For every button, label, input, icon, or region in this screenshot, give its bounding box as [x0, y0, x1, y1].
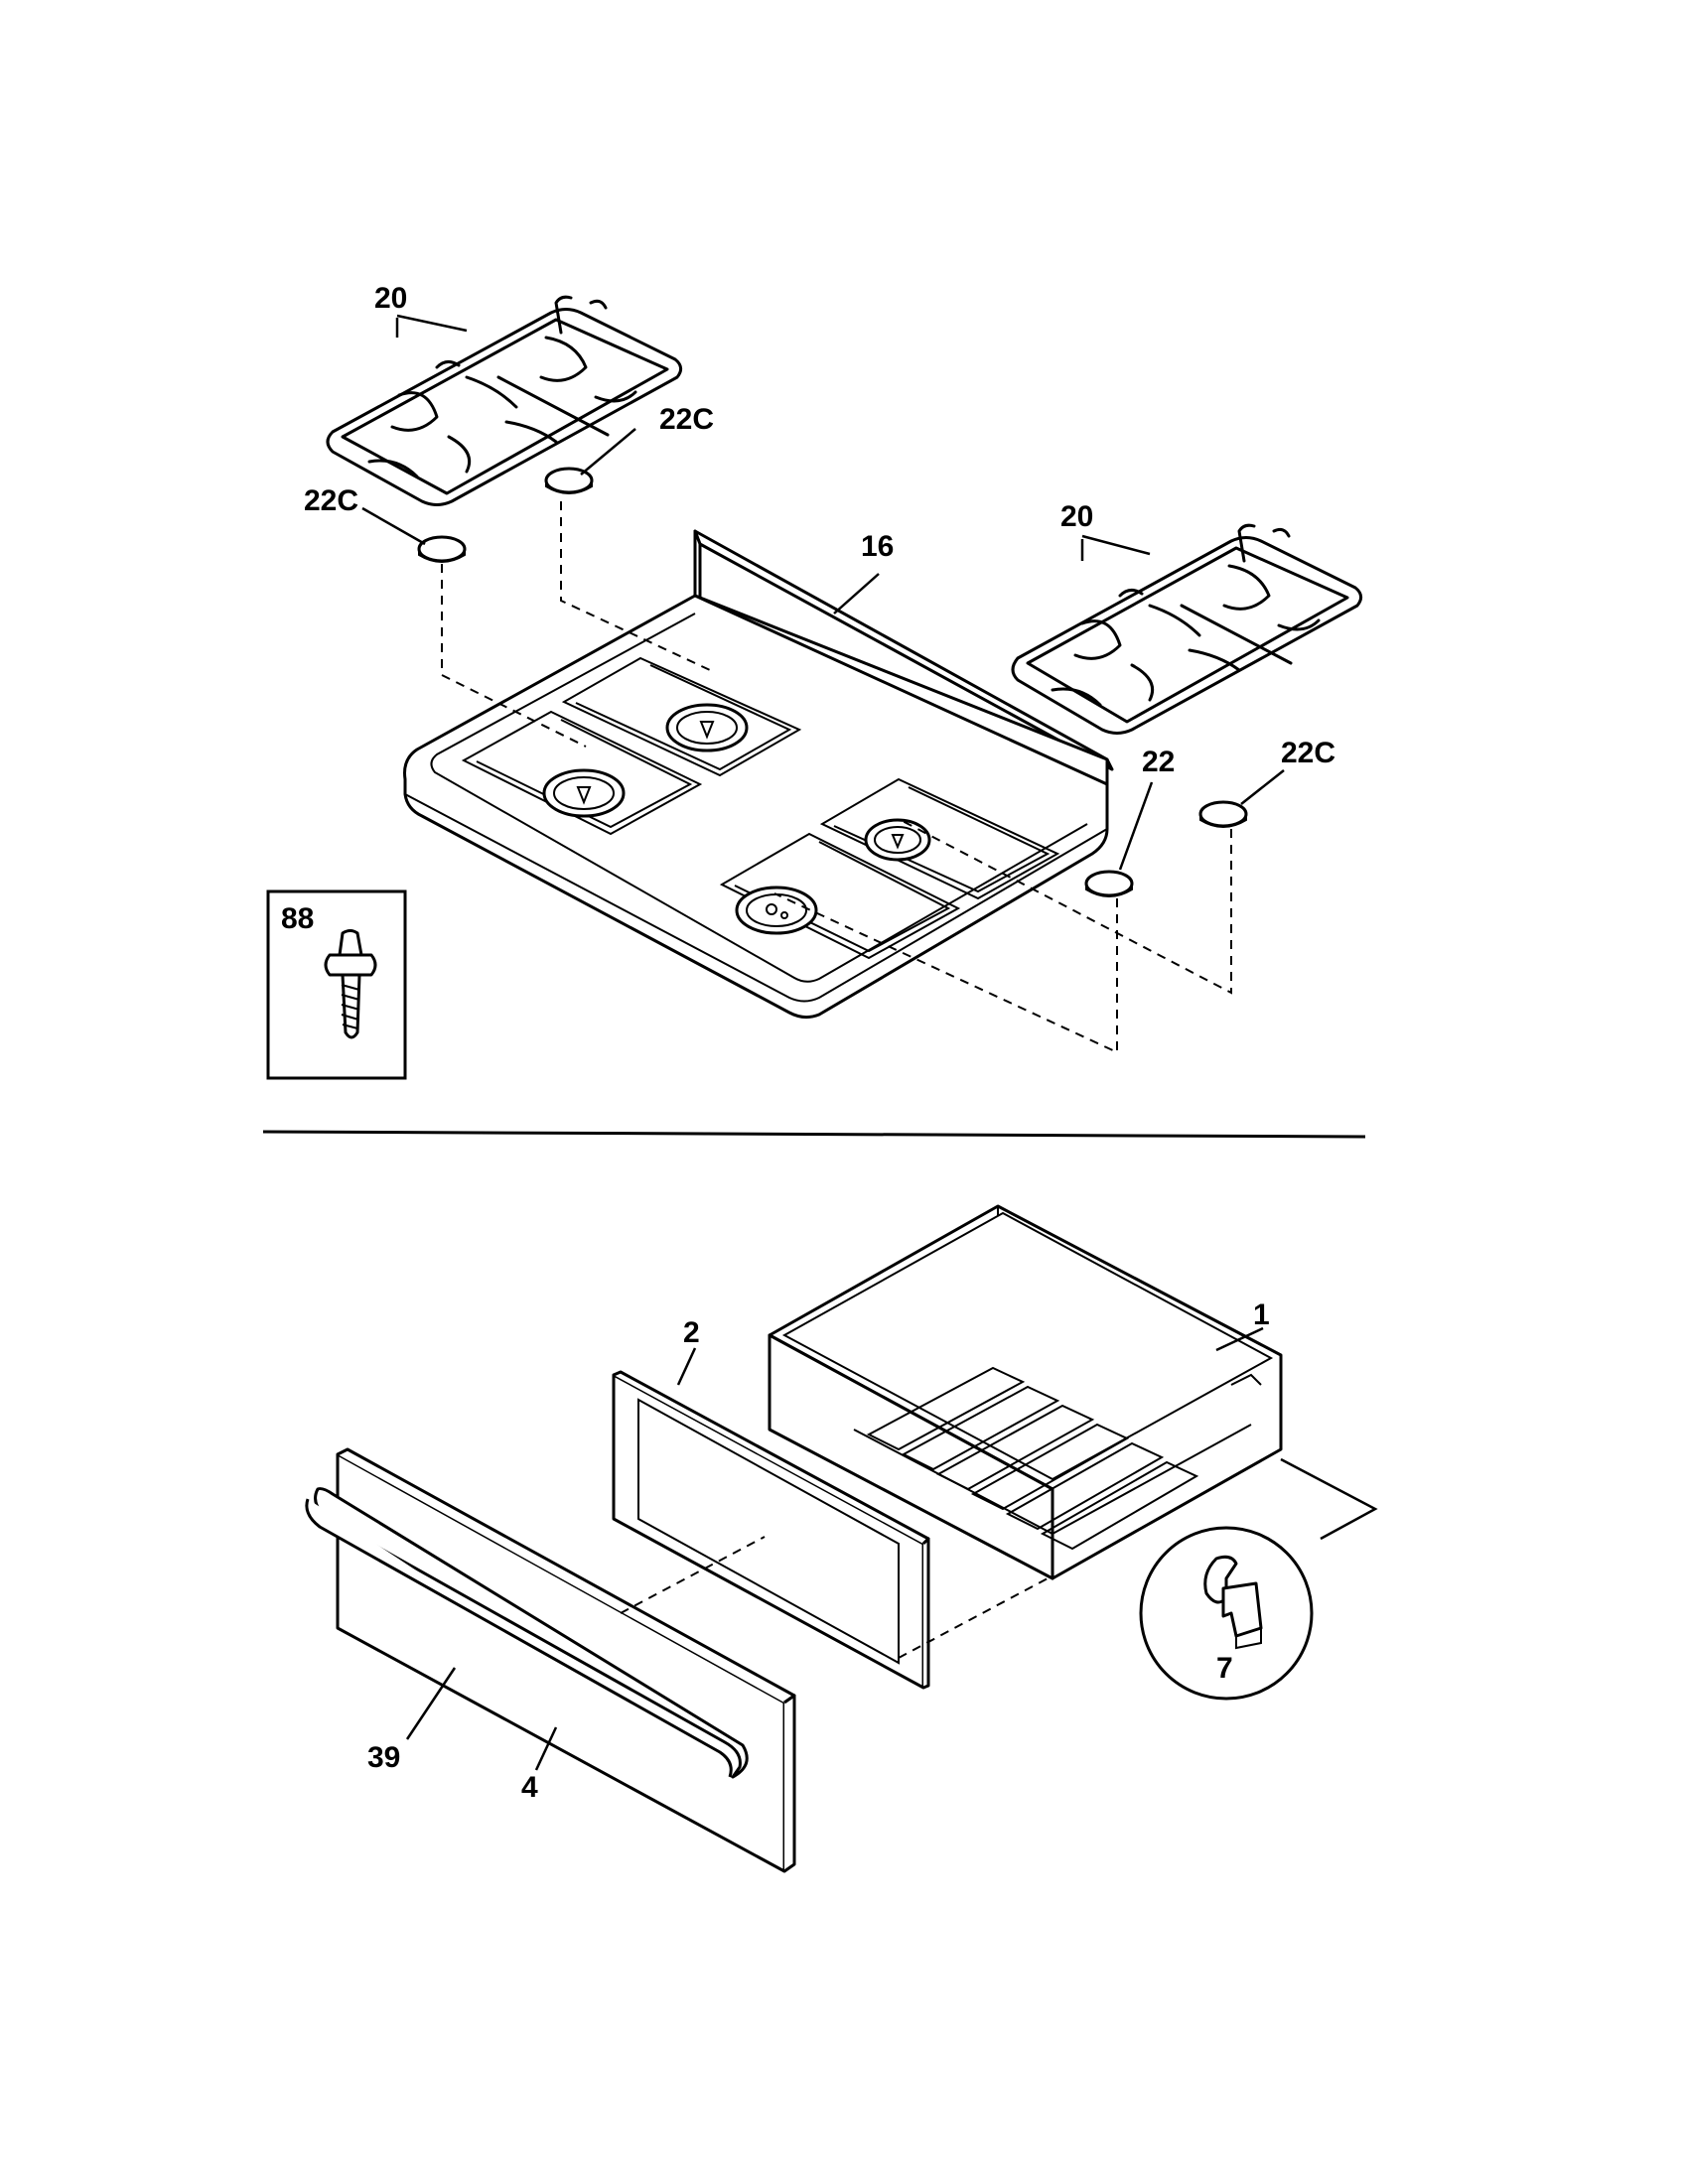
callout-22c-left-front: 22C [304, 484, 358, 517]
leader-39 [405, 1667, 457, 1740]
leader-22c-left-back [580, 428, 636, 476]
leader-22c-right-back [1240, 769, 1285, 805]
drawer-liner [612, 1370, 930, 1690]
grate-pair-left [326, 295, 682, 506]
grate-foot-right-front [1084, 870, 1134, 897]
leader-1 [1215, 1326, 1264, 1352]
callout-22c-left-back: 22C [659, 403, 714, 436]
section-divider [262, 1130, 1366, 1139]
callout-22c-right-back: 22C [1281, 737, 1335, 769]
grate-foot-right-back [1198, 800, 1248, 828]
clip-inset: 7 [1139, 1457, 1378, 1701]
callout-88: 88 [281, 902, 314, 935]
leader-16 [833, 573, 880, 614]
callout-20-left: 20 [374, 282, 407, 315]
leader-20-right [1080, 534, 1151, 561]
assembly-line-5 [620, 1536, 766, 1614]
drawer-handle [305, 1487, 749, 1779]
grate-pair-right [1011, 523, 1362, 735]
callout-16: 16 [861, 530, 894, 563]
callout-39: 39 [367, 1741, 400, 1774]
leader-22c-left-front [361, 506, 426, 546]
assembly-line-6 [898, 1577, 1049, 1659]
callout-1: 1 [1253, 1298, 1270, 1331]
assembly-line-4 [898, 818, 1232, 995]
grate-foot-left-back [544, 467, 594, 494]
leader-4 [534, 1726, 558, 1771]
drawer-assembly: 7 1 2 39 4 [305, 1204, 1378, 1873]
callout-7: 7 [1216, 1652, 1233, 1685]
callout-20-right: 20 [1060, 500, 1093, 533]
grate-foot-left-front [417, 535, 467, 563]
assembly-line-3 [773, 892, 1118, 1054]
callout-2: 2 [683, 1316, 700, 1349]
screw-inset: 88 [266, 889, 407, 1080]
leader-2 [676, 1347, 697, 1386]
assembly-line-2 [441, 564, 587, 748]
leader-22 [1118, 781, 1154, 871]
cooktop-panel [403, 529, 1114, 1020]
assembly-line-1 [560, 501, 711, 671]
leader-20-left [395, 314, 468, 338]
drawer-body [768, 1204, 1283, 1580]
callout-22: 22 [1142, 746, 1175, 778]
callout-4: 4 [521, 1771, 538, 1804]
cooktop-assembly: 20 22C 22C 16 20 22 22C 88 [266, 282, 1362, 1080]
